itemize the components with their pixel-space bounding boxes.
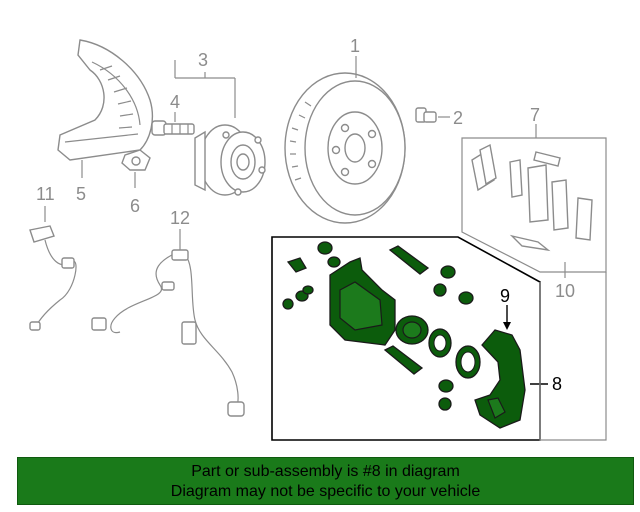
parts-diagram: 5 3 4 6 <box>29 36 607 441</box>
info-banner: Part or sub-assembly is #8 in diagram Di… <box>17 457 634 505</box>
callout-4: 4 <box>170 92 180 112</box>
callout-5: 5 <box>76 184 86 204</box>
brake-pad-kit-part <box>471 143 593 252</box>
callout-9: 9 <box>500 286 510 306</box>
brake-caliper-assembly <box>282 241 526 429</box>
splash-shield-part <box>57 39 154 161</box>
callout-10: 10 <box>555 281 575 301</box>
banner-line-1: Part or sub-assembly is #8 in diagram <box>191 463 460 480</box>
bleeder-screw-part <box>415 107 437 123</box>
callout-7: 7 <box>530 105 540 125</box>
callout-6: 6 <box>130 196 140 216</box>
banner-line-2: Diagram may not be specific to your vehi… <box>170 483 481 500</box>
callout-11: 11 <box>36 184 55 204</box>
nut-part <box>121 149 151 171</box>
wheel-hub-part <box>194 124 266 196</box>
callout-2: 2 <box>453 108 463 128</box>
sensor-harness-part <box>91 249 245 417</box>
brake-rotor-part <box>284 72 406 224</box>
callout-8: 8 <box>552 374 562 394</box>
callout-1: 1 <box>350 36 360 56</box>
wheel-speed-sensor-part <box>29 225 77 331</box>
callout-12: 12 <box>170 208 190 228</box>
callout-3: 3 <box>198 50 208 70</box>
hub-bolt-part <box>151 120 195 136</box>
